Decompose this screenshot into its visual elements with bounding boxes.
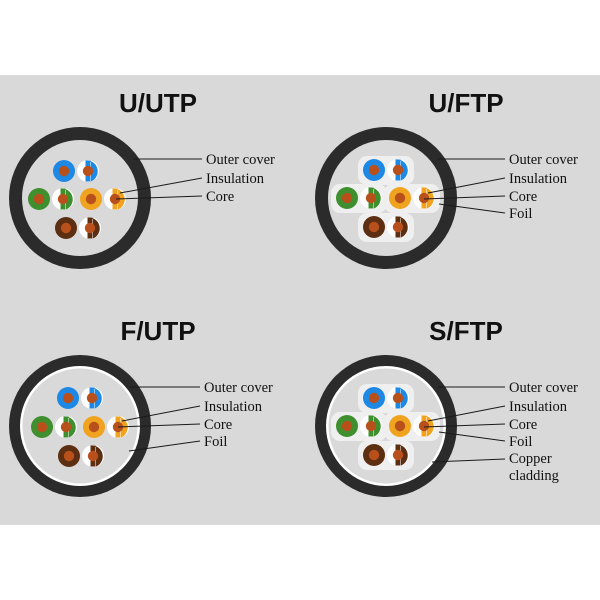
label-insulation: Insulation: [509, 171, 568, 187]
copper-core: [58, 165, 70, 177]
wire-pair-green: [336, 187, 382, 209]
cable-cross-section: [315, 127, 457, 269]
panel-f-utp: F/UTP Outer cover Insulation Core Foil: [9, 316, 273, 497]
copper-core: [368, 221, 380, 233]
label-outer-cover: Outer cover: [509, 152, 578, 168]
label-insulation: Insulation: [509, 399, 568, 415]
wire-pair-green: [28, 188, 74, 210]
leader-core: [423, 423, 506, 428]
copper-core: [365, 420, 377, 432]
panel-u-ftp: U/FTP Outer cover Insulation Core Foil: [315, 88, 578, 269]
copper-core: [60, 421, 72, 433]
leader-copper-cladding: [431, 458, 506, 463]
label-core: Core: [204, 417, 232, 433]
panel-title: U/UTP: [119, 88, 197, 118]
panel-s-ftp: S/FTP Outer cover Insulation Core Foil C…: [315, 316, 578, 497]
label-foil: Foil: [509, 434, 532, 450]
leader-core: [117, 423, 201, 428]
copper-core: [341, 192, 353, 204]
callouts: Outer cover Insulation Core: [115, 152, 275, 205]
copper-core: [62, 392, 74, 404]
label-foil: Foil: [204, 434, 227, 450]
label-outer-cover: Outer cover: [206, 152, 275, 168]
copper-core: [392, 392, 404, 404]
leader-insulation: [121, 405, 201, 422]
copper-core: [88, 421, 100, 433]
label-copper-cladding-line1: Copper: [509, 451, 552, 467]
copper-core: [57, 193, 69, 205]
copper-core: [368, 164, 380, 176]
copper-core: [63, 450, 75, 462]
copper-core: [392, 449, 404, 461]
copper-core: [365, 192, 377, 204]
wire-pair-blue: [363, 387, 409, 409]
callouts: Outer cover Insulation Core Foil Copper …: [423, 380, 578, 484]
copper-core: [36, 421, 48, 433]
wire-pair-blue: [363, 159, 409, 181]
callouts: Outer cover Insulation Core Foil: [117, 380, 273, 452]
leader-foil: [128, 440, 201, 452]
panel-title: F/UTP: [120, 316, 195, 346]
wire-pair-brown: [55, 217, 101, 239]
copper-core: [60, 222, 72, 234]
label-core: Core: [509, 189, 537, 205]
cable-interior: [22, 140, 138, 256]
leader-insulation: [427, 177, 506, 194]
panel-title: U/FTP: [428, 88, 503, 118]
leader-insulation: [427, 405, 506, 422]
copper-core: [84, 222, 96, 234]
copper-core: [85, 193, 97, 205]
wire-pair-brown: [363, 444, 409, 466]
copper-core: [87, 450, 99, 462]
label-insulation: Insulation: [206, 171, 265, 187]
label-copper-cladding-line2: cladding: [509, 468, 559, 484]
cable-interior: [22, 368, 138, 484]
copper-core: [392, 221, 404, 233]
label-core: Core: [509, 417, 537, 433]
copper-core: [394, 420, 406, 432]
leader-foil: [438, 203, 506, 214]
copper-core: [392, 164, 404, 176]
copper-core: [368, 449, 380, 461]
label-foil: Foil: [509, 206, 532, 222]
copper-core: [394, 192, 406, 204]
copper-core: [341, 420, 353, 432]
wire-pair-green: [31, 416, 77, 438]
copper-core: [82, 165, 94, 177]
copper-core: [418, 192, 430, 204]
wire-pair-blue: [57, 387, 103, 409]
leader-core: [423, 195, 506, 200]
wire-pair-brown: [363, 216, 409, 238]
label-insulation: Insulation: [204, 399, 263, 415]
label-outer-cover: Outer cover: [204, 380, 273, 396]
copper-core: [109, 193, 121, 205]
leader-insulation: [119, 177, 203, 194]
leader-core: [115, 195, 203, 200]
cable-cross-section: [9, 355, 151, 497]
cable-cross-section: [315, 355, 457, 497]
panel-title: S/FTP: [429, 316, 503, 346]
wire-pair-brown: [58, 445, 104, 467]
copper-core: [418, 420, 430, 432]
copper-core: [33, 193, 45, 205]
wire-pair-green: [336, 415, 382, 437]
callouts: Outer cover Insulation Core Foil: [423, 152, 578, 222]
wire-pair-blue: [53, 160, 99, 182]
label-outer-cover: Outer cover: [509, 380, 578, 396]
copper-core: [368, 392, 380, 404]
copper-core: [86, 392, 98, 404]
panel-u-utp: U/UTP Outer cover Insulation Core: [9, 88, 275, 269]
label-core: Core: [206, 189, 234, 205]
leader-foil: [438, 431, 506, 442]
cable-cross-section: [9, 127, 151, 269]
